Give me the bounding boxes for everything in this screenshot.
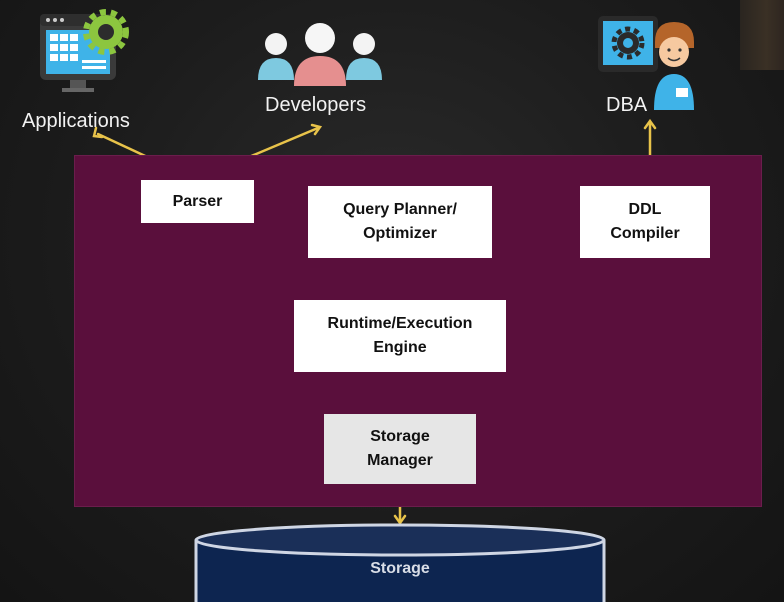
arrowhead [393, 514, 407, 526]
storage-manager-box: Storage Manager [324, 414, 476, 484]
ddl-compiler-label-line2: Compiler [610, 225, 680, 242]
storage-manager-label-line2: Manager [367, 452, 433, 469]
runtime-label-line2: Engine [373, 339, 427, 356]
parser-box: Parser [141, 180, 254, 223]
storage-cylinder [194, 523, 606, 602]
computer-gear-icon [40, 9, 129, 92]
ddl-compiler-box: DDL Compiler [580, 186, 710, 258]
people-group-icon [258, 23, 382, 86]
dba-person-icon [598, 16, 694, 110]
parser-label: Parser [172, 192, 223, 210]
arrowhead [92, 126, 104, 139]
query-planner-label-line2: Optimizer [363, 225, 437, 242]
applications-label: Applications [22, 110, 130, 132]
arrowhead [310, 123, 323, 136]
dba-label: DBA [606, 94, 648, 116]
storage-manager-label-line1: Storage [370, 428, 430, 445]
ddl-compiler-label-line1: DDL [628, 201, 662, 218]
runtime-engine-box: Runtime/Execution Engine [294, 300, 506, 372]
query-planner-box: Query Planner/ Optimizer [308, 186, 492, 258]
query-planner-label-line1: Query Planner/ [343, 201, 457, 218]
runtime-label-line1: Runtime/Execution [327, 315, 473, 332]
developers-label: Developers [265, 94, 367, 116]
video-corner-overlay [740, 0, 784, 70]
arrowhead [643, 118, 657, 130]
storage-label: Storage [370, 560, 430, 577]
